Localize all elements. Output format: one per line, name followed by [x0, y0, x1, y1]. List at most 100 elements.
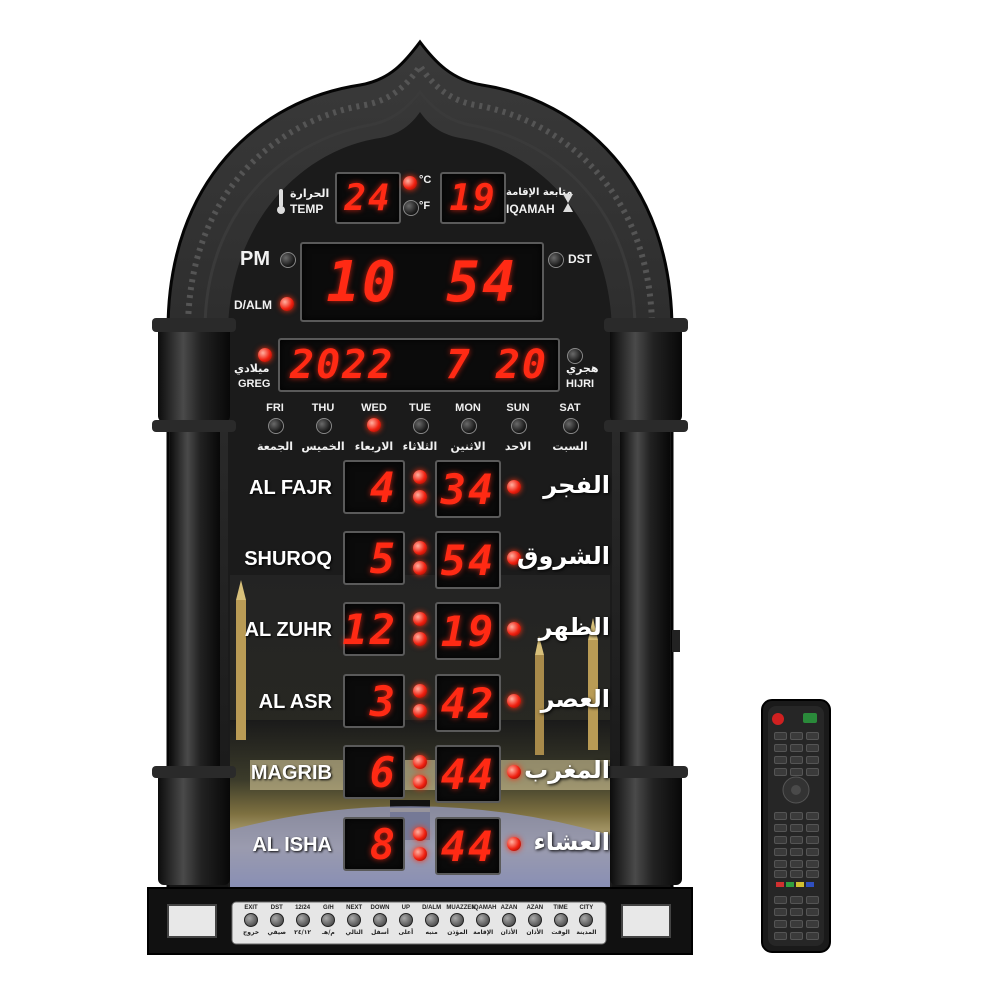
remote-button[interactable] [790, 812, 803, 820]
push-button-icon[interactable] [579, 913, 594, 927]
fahrenheit-label: °F [419, 200, 431, 212]
remote-button[interactable] [806, 932, 819, 940]
remote-button[interactable] [790, 836, 803, 844]
button-label: DOWN [370, 905, 390, 911]
remote-button[interactable] [790, 896, 803, 904]
remote-button[interactable] [806, 812, 819, 820]
weekday-label-arabic-sun: الاحد [504, 440, 532, 453]
pm-indicator-led [280, 252, 296, 268]
remote-button[interactable] [774, 870, 787, 878]
colon-led [413, 541, 427, 555]
remote-button[interactable] [774, 732, 787, 740]
remote-button[interactable] [774, 768, 787, 776]
weekday-label-tue: TUE [409, 402, 431, 414]
weekday-led-mon [461, 418, 477, 434]
remote-button[interactable] [806, 744, 819, 752]
push-button-icon[interactable] [347, 913, 362, 927]
hijri-label: HIJRI [566, 378, 595, 390]
remote-button[interactable] [790, 920, 803, 928]
push-button-icon[interactable] [476, 913, 491, 927]
remote-button[interactable] [774, 756, 787, 764]
remote-button[interactable] [806, 848, 819, 856]
button-label: TIME [553, 905, 568, 911]
remote-button[interactable] [806, 824, 819, 832]
button-label-arabic: صيفي [267, 929, 287, 936]
remote-button[interactable] [806, 896, 819, 904]
remote-button[interactable] [790, 824, 803, 832]
remote-button[interactable] [774, 744, 787, 752]
remote-button[interactable] [790, 908, 803, 916]
prayer-name-arabic: العشاء [533, 828, 611, 856]
remote-button[interactable] [806, 732, 819, 740]
push-button-icon[interactable] [244, 913, 258, 927]
remote-button[interactable] [774, 860, 787, 868]
prayer-minute-display: 19 [435, 602, 501, 660]
push-button-icon[interactable] [553, 913, 568, 927]
remote-button[interactable] [774, 848, 787, 856]
remote-button[interactable] [806, 756, 819, 764]
button-label-arabic: المؤذن [447, 929, 468, 936]
weekday-label-arabic-wed: الاربعاء [354, 440, 394, 453]
remote-button[interactable] [774, 920, 787, 928]
remote-button[interactable] [790, 744, 803, 752]
push-button-icon[interactable] [269, 913, 284, 927]
prayer-active-led [507, 837, 521, 851]
remote-button[interactable] [774, 896, 787, 904]
remote-button[interactable] [790, 756, 803, 764]
remote-button[interactable] [806, 870, 819, 878]
iqamah-label: IQAMAH [506, 202, 555, 216]
push-button-icon[interactable] [527, 913, 542, 927]
remote-button[interactable] [774, 932, 787, 940]
remote-button[interactable] [790, 860, 803, 868]
remote-button[interactable] [790, 732, 803, 740]
push-button-icon[interactable] [502, 913, 516, 927]
remote-button[interactable] [806, 768, 819, 776]
button-label-arabic: م/هـ [321, 929, 335, 936]
push-button-icon[interactable] [321, 913, 336, 927]
button-label-arabic: المدينة [576, 929, 597, 936]
alarm-label: D/ALM [234, 298, 272, 312]
colon-led [413, 684, 427, 698]
remote-button[interactable] [790, 768, 803, 776]
prayer-minute-display: 54 [435, 531, 501, 589]
button-label: AZAN [526, 905, 544, 911]
remote-button[interactable] [774, 812, 787, 820]
push-button-icon[interactable] [450, 913, 465, 927]
push-button-icon[interactable] [373, 913, 387, 927]
colon-led [413, 755, 427, 769]
remote-button[interactable] [774, 824, 787, 832]
time-minute: 54 [446, 249, 518, 315]
push-button-icon[interactable] [424, 913, 439, 927]
colon-led [413, 827, 427, 841]
remote-button[interactable] [790, 848, 803, 856]
push-button-icon[interactable] [398, 913, 413, 927]
remote-button[interactable] [806, 920, 819, 928]
weekday-label-arabic-mon: الاثنين [450, 440, 486, 453]
remote-button[interactable] [790, 932, 803, 940]
remote-button[interactable] [774, 836, 787, 844]
remote-button[interactable] [806, 908, 819, 916]
remote-button[interactable] [806, 836, 819, 844]
remote-button[interactable] [790, 870, 803, 878]
weekday-label-wed: WED [361, 402, 387, 414]
temp-label-arabic: الحرارة [290, 187, 330, 200]
prayer-hour-display: 4 [343, 460, 405, 514]
thermometer-icon [277, 189, 285, 215]
remote-button[interactable] [774, 908, 787, 916]
push-button-icon[interactable] [295, 913, 310, 927]
remote-button[interactable] [806, 860, 819, 868]
